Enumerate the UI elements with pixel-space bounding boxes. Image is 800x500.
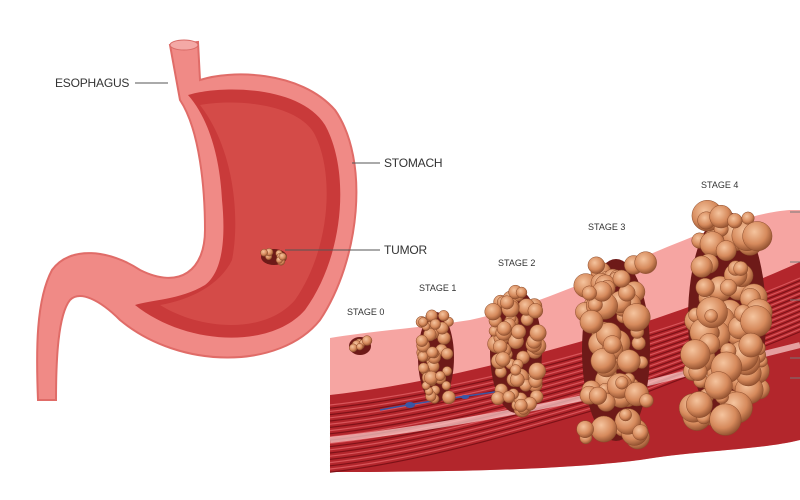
stage-4-tumor-nodule: [686, 391, 713, 418]
esophagus-label: ESOPHAGUS: [55, 76, 130, 90]
stage-3-tumor-nodule: [634, 251, 657, 274]
stage-3-tumor-nodule: [590, 348, 617, 374]
stage-3-tumor-nodule: [612, 269, 631, 288]
stage-3-tumor-nodule: [619, 408, 632, 422]
stage-3-tumor-nodule: [579, 310, 604, 334]
tumor-stages: [348, 200, 773, 450]
stage-4-tumor-nodule: [740, 305, 773, 338]
stage-1-tumor-nodule: [426, 346, 439, 359]
stage-4-tumor-nodule: [680, 339, 711, 370]
stage-3-tumor-nodule: [588, 386, 607, 405]
stage-2-tumor-nodule: [514, 398, 528, 413]
stage-4-tumor-nodule: [720, 278, 738, 296]
stage-1-tumor-nodule: [441, 380, 451, 391]
stage-2-label: STAGE 2: [498, 258, 536, 268]
stage-2-tumor-nodule: [490, 391, 505, 406]
stage-1-tumor-nodule: [438, 310, 450, 322]
stage-1-tumor-nodule: [441, 390, 456, 405]
stage-4-tumor-nodule: [727, 213, 743, 229]
stage-2-tumor-nodule: [529, 324, 547, 342]
stage-4-tumor-nodule: [704, 371, 733, 400]
stage-2-tumor-nodule: [484, 303, 502, 321]
stage-3-tumor-nodule: [587, 256, 605, 274]
stage-2-tumor-nodule: [502, 390, 516, 404]
stomach-tumor-nodule: [260, 248, 268, 257]
layer-ticks: [790, 211, 800, 379]
stomach-label: STOMACH: [384, 156, 443, 170]
stage-4-tumor-nodule: [704, 309, 718, 323]
stomach-tumor: [260, 248, 288, 266]
stage-2-tumor-nodule: [493, 339, 508, 354]
stage-0-tumor-nodule: [356, 343, 364, 351]
stage-1-tumor-nodule: [415, 334, 428, 347]
stage-3-tumor-nodule: [639, 393, 654, 408]
stage-4-label: STAGE 4: [701, 180, 739, 190]
stage-1-tumor-nodule: [435, 370, 446, 381]
stage-4-tumor-nodule: [738, 332, 764, 358]
stage-0-tumor-nodule: [348, 343, 358, 353]
stage-4-tumor-nodule: [709, 403, 742, 436]
stage-4-tumor-nodule: [733, 261, 749, 276]
stage-3-tumor-nodule: [603, 335, 622, 354]
stage-2-tumor-nodule: [496, 321, 512, 336]
stage-2-tumor-nodule: [500, 295, 515, 310]
stage-0-label: STAGE 0: [347, 307, 385, 317]
stage-2-tumor-nodule: [509, 364, 522, 376]
stomach: [36, 39, 358, 401]
stage-3-tumor-nodule: [615, 376, 629, 390]
stage-1-tumor-nodule: [417, 351, 429, 362]
stage-2-tumor-nodule: [511, 324, 527, 340]
stage-3-tumor-nodule: [590, 415, 618, 443]
stage-1-label: STAGE 1: [419, 283, 457, 293]
stage-3-label: STAGE 3: [588, 222, 626, 232]
stage-1-tumor-nodule: [441, 347, 454, 360]
stage-1-tumor-nodule: [418, 362, 430, 374]
stage-0-tumor-nodule: [361, 335, 373, 346]
stage-3-tumor-nodule: [632, 424, 649, 441]
stomach-tumor-nodule: [278, 252, 287, 261]
stage-2-tumor-nodule: [528, 362, 546, 380]
stage-4-tumor-nodule: [715, 240, 737, 262]
stage-3-tumor-nodule: [622, 303, 651, 332]
stage-3-tumor-nodule: [576, 420, 594, 438]
stage-2-tumor-nodule: [527, 303, 544, 319]
stage-1-tumor-nodule: [429, 318, 441, 330]
stage-3-tumor-nodule: [581, 285, 597, 301]
stage-4-tumor-nodule: [690, 255, 713, 278]
stage-2-tumor-nodule: [515, 286, 528, 299]
tumor-label: TUMOR: [384, 243, 427, 257]
stage-4-tumor-nodule: [695, 277, 715, 298]
stage-2-tumor-nodule: [495, 351, 511, 367]
stage-1-tumor-nodule: [418, 317, 428, 327]
stage-4-tumor-nodule: [742, 221, 773, 252]
stage-3-tumor-nodule: [616, 349, 641, 374]
stage-1-tumor-nodule: [442, 366, 453, 377]
